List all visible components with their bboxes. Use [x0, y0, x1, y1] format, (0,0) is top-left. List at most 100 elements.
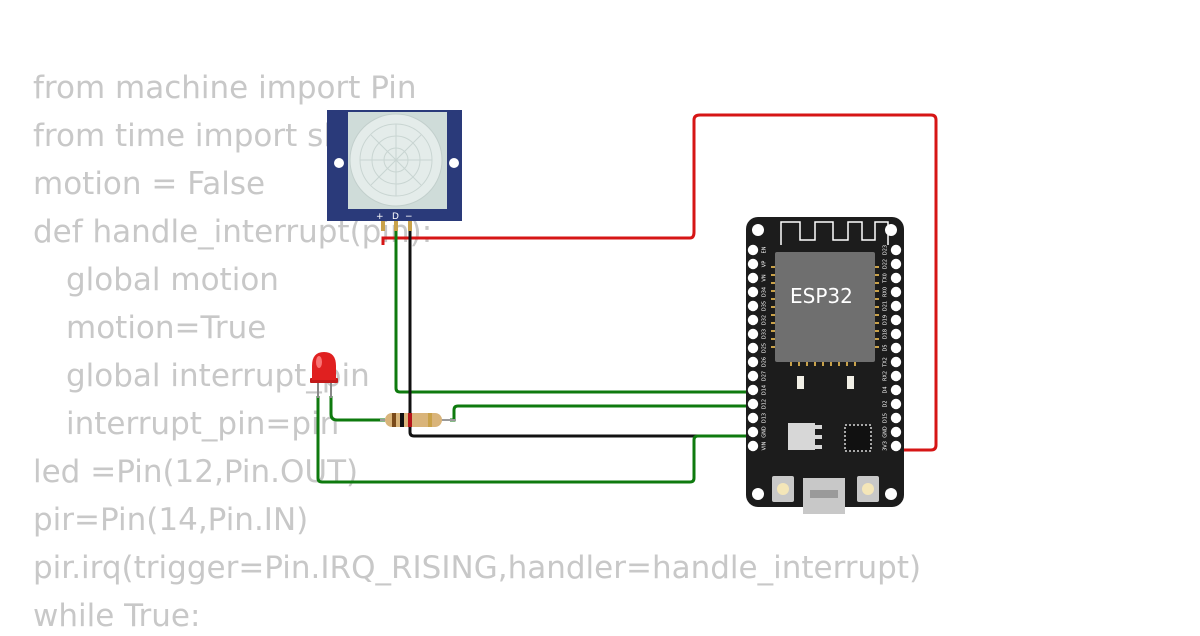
red-led[interactable] — [310, 352, 338, 398]
pir-pin-gnd-label: − — [405, 212, 413, 222]
header-pin-label: D2 — [883, 400, 889, 407]
header-pin-label: D21 — [883, 301, 889, 311]
header-pin[interactable] — [747, 398, 759, 410]
code-line: pir.irq(trigger=Pin.IRQ_RISING,handler=h… — [33, 550, 922, 586]
wire-led-resistor[interactable] — [329, 396, 385, 422]
antenna-trace — [780, 221, 889, 245]
header-pin[interactable] — [747, 314, 759, 326]
pir-pin-data-label: D — [392, 212, 399, 222]
pir-sensor[interactable]: + D − — [327, 110, 462, 231]
header-pin-label: D34 — [762, 287, 768, 297]
voltage-regulator — [788, 423, 822, 450]
header-pin-label: GND — [762, 426, 768, 438]
wire-signal[interactable] — [394, 224, 754, 394]
header-pin-label: D14 — [762, 385, 768, 395]
header-pin[interactable] — [747, 370, 759, 382]
header-pin[interactable] — [747, 412, 759, 424]
pir-pin-vcc[interactable] — [381, 221, 385, 231]
header-pin[interactable] — [747, 286, 759, 298]
en-button[interactable] — [857, 476, 879, 502]
header-pin-label: D26 — [762, 357, 768, 367]
header-pin-label: D23 — [883, 245, 889, 255]
header-pin-label: TX0 — [883, 273, 889, 284]
header-pin-label: D22 — [883, 259, 889, 269]
boot-button[interactable] — [772, 476, 794, 502]
esp32-title: ESP32 — [790, 284, 853, 308]
smd-component-left — [797, 376, 804, 389]
pir-pin-data[interactable] — [394, 221, 398, 231]
module-castellations — [771, 266, 879, 366]
header-pin[interactable] — [747, 272, 759, 284]
header-pin-label: VN — [762, 274, 768, 281]
header-pin[interactable] — [890, 384, 902, 396]
header-pin-label: D15 — [883, 413, 889, 423]
pir-lens-pattern — [359, 123, 433, 197]
header-pin[interactable] — [890, 440, 902, 452]
code-line: led =Pin(12,Pin.OUT) — [33, 454, 359, 490]
usb-uart-chip — [844, 424, 872, 452]
header-pin[interactable] — [890, 356, 902, 368]
code-line: global motion — [66, 262, 279, 298]
wire-resistor-d12[interactable] — [450, 404, 754, 422]
mount-hole-bottom-left — [752, 488, 764, 500]
header-pin[interactable] — [890, 314, 902, 326]
header-pin[interactable] — [747, 258, 759, 270]
code-line: from machine import Pin — [33, 70, 417, 106]
header-pin[interactable] — [890, 370, 902, 382]
header-pin-label: RX0 — [883, 287, 889, 297]
code-line: pir=Pin(14,Pin.IN) — [33, 502, 309, 538]
header-pin-label: TX2 — [883, 357, 889, 368]
wire-led-gnd[interactable] — [316, 396, 754, 484]
usb-port-opening — [810, 490, 838, 498]
mount-hole-top-right — [885, 224, 897, 236]
header-pin-label: D13 — [762, 413, 768, 423]
pir-mount-hole-left — [334, 158, 344, 168]
header-pin[interactable] — [890, 300, 902, 312]
header-pin-label: D32 — [762, 315, 768, 325]
mount-hole-top-left — [752, 224, 764, 236]
wires — [316, 113, 938, 484]
header-pin[interactable] — [747, 244, 759, 256]
header-pin-label: VIN — [762, 441, 768, 450]
wire-vcc[interactable] — [381, 113, 938, 452]
code-line: interrupt_pin=pin — [66, 406, 340, 442]
header-pin[interactable] — [747, 328, 759, 340]
header-pin[interactable] — [890, 258, 902, 270]
pir-pin-gnd[interactable] — [408, 221, 412, 231]
smd-component-right — [847, 376, 854, 389]
header-pin[interactable] — [890, 426, 902, 438]
header-pin[interactable] — [890, 328, 902, 340]
header-pin[interactable] — [747, 384, 759, 396]
header-pin[interactable] — [747, 342, 759, 354]
wire-ground[interactable] — [408, 224, 754, 438]
header-pin-label: RX2 — [883, 371, 889, 381]
header-pin[interactable] — [890, 342, 902, 354]
header-pin-label: D18 — [883, 329, 889, 339]
header-pin[interactable] — [890, 272, 902, 284]
code-line: motion = False — [33, 166, 266, 202]
header-pin[interactable] — [890, 244, 902, 256]
header-pin-label: D12 — [762, 399, 768, 409]
mount-hole-bottom-right — [885, 488, 897, 500]
header-pin[interactable] — [747, 300, 759, 312]
header-pin-label: D27 — [762, 371, 768, 381]
header-pin[interactable] — [747, 356, 759, 368]
header-pin[interactable] — [747, 440, 759, 452]
header-pin-label: EN — [762, 246, 768, 253]
pir-mount-hole-right — [449, 158, 459, 168]
header-pin-label: 3V3 — [883, 441, 889, 451]
header-pin-label: D33 — [762, 329, 768, 339]
code-line: while True: — [33, 598, 201, 634]
header-pin[interactable] — [890, 398, 902, 410]
header-pin-label: D35 — [762, 301, 768, 311]
esp32-board[interactable]: ESP32 ENVPVND34D35D32D33D25D26D27D14D12D… — [746, 217, 904, 514]
esp32-right-header: D23D22TX0RX0D21D19D18D5TX2RX2D4D2D15GND3… — [883, 244, 902, 452]
header-pin-label: D19 — [883, 315, 889, 325]
resistor[interactable] — [380, 413, 456, 427]
header-pin[interactable] — [890, 412, 902, 424]
header-pin[interactable] — [890, 286, 902, 298]
header-pin-label: D5 — [883, 344, 889, 351]
header-pin[interactable] — [747, 426, 759, 438]
header-pin-label: GND — [883, 426, 889, 438]
